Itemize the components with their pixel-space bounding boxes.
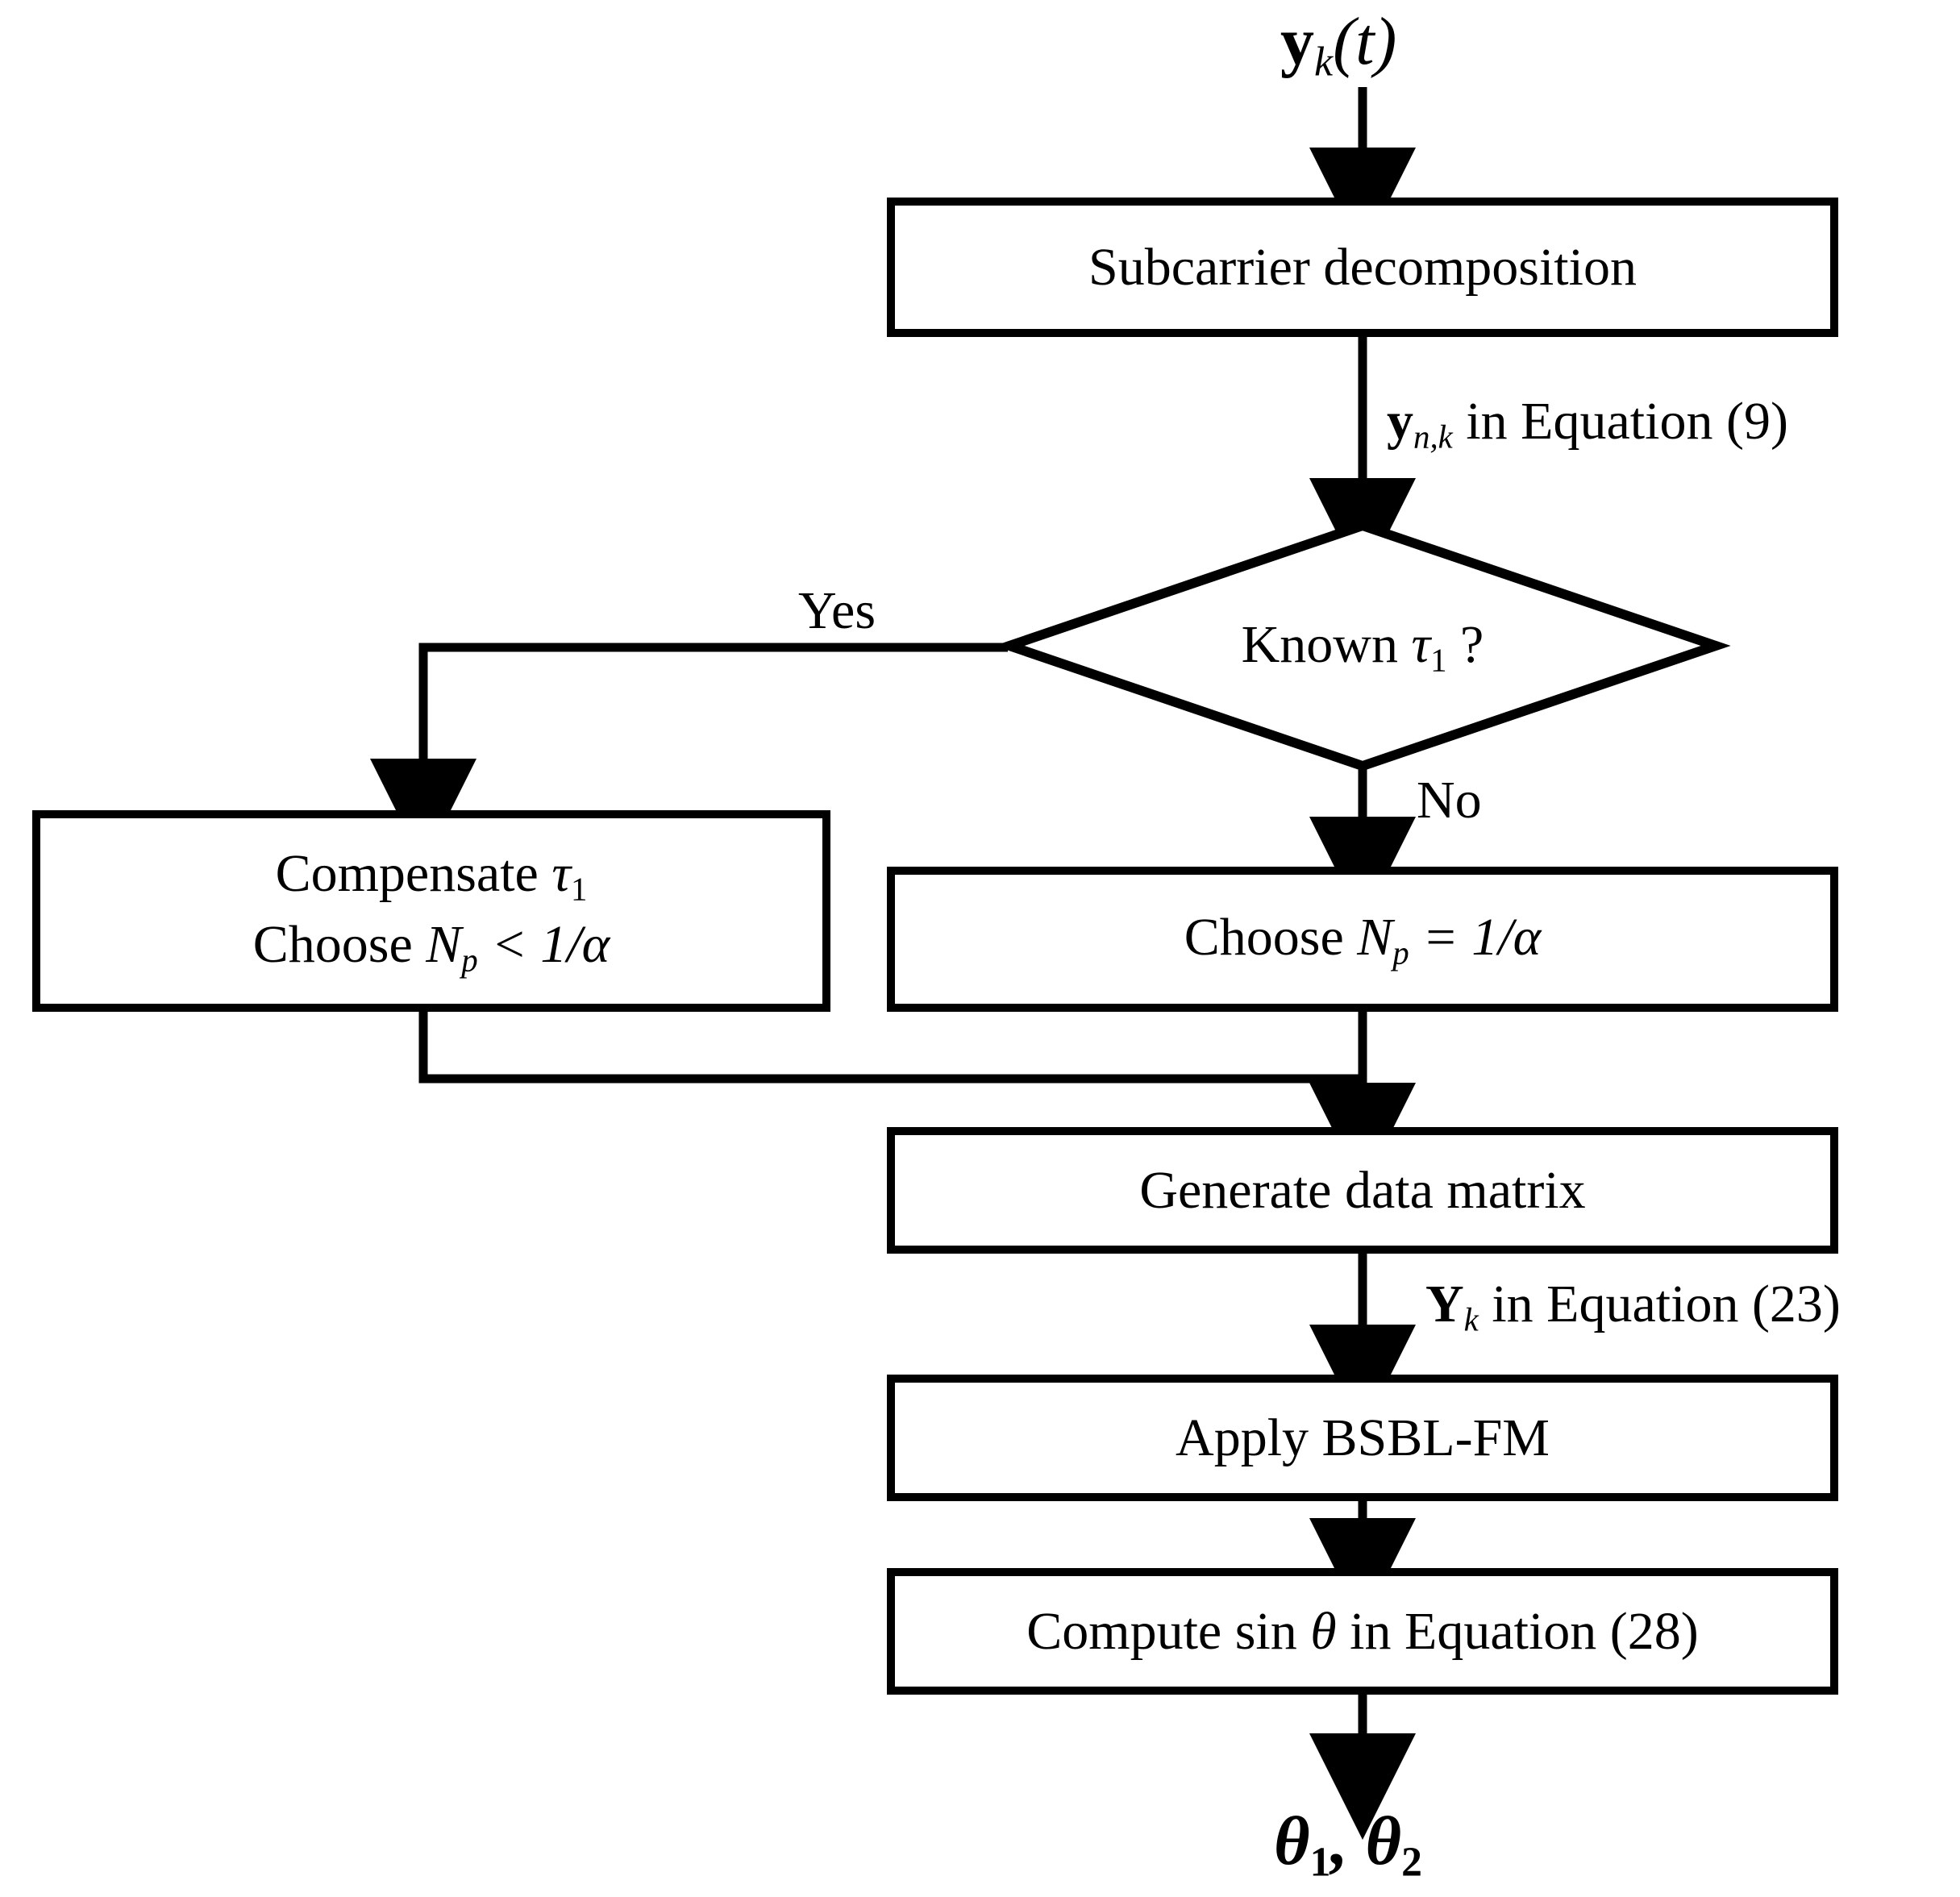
edge-label-equation-9-text: in Equation (9) xyxy=(1452,392,1788,451)
node-apply-bsbl-fm-label: Apply BSBL-FM xyxy=(1176,1408,1550,1467)
node-choose-np-suffix: = 1/α xyxy=(1409,907,1542,967)
node-known-tau-symbol: τ xyxy=(1411,615,1431,674)
node-known-tau-prefix: Known xyxy=(1241,615,1412,674)
edge-label-no: No xyxy=(1417,774,1482,827)
edge-label-yes-text: Yes xyxy=(798,581,876,640)
node-compute-sin-theta-label: Compute sin θ in Equation (28) xyxy=(1026,1600,1699,1663)
edge-label-equation-9-vector: y xyxy=(1387,392,1413,451)
node-compensate-line1-subscript: 1 xyxy=(570,871,588,908)
node-known-tau-suffix: ? xyxy=(1446,615,1484,674)
node-choose-np-subscript: p xyxy=(1392,934,1409,971)
input-signal-label: yk(t) xyxy=(1280,8,1396,84)
node-compensate-line1-prefix: Compensate xyxy=(275,844,552,904)
output-theta-separator: , xyxy=(1330,1802,1348,1879)
node-subcarrier-decomposition-label: Subcarrier decomposition xyxy=(1088,237,1637,297)
node-choose-np[interactable]: Choose Np = 1/α xyxy=(887,867,1838,1012)
node-compensate-tau-label: Compensate τ1 Choose Np < 1/α xyxy=(253,840,610,982)
node-compute-sin-theta-suffix: in Equation (28) xyxy=(1336,1601,1699,1661)
edge-label-equation-23: Yk in Equation (23) xyxy=(1425,1278,1841,1337)
edge-label-equation-9: yn,k in Equation (9) xyxy=(1387,395,1788,454)
node-subcarrier-decomposition[interactable]: Subcarrier decomposition xyxy=(887,198,1838,337)
node-known-tau-subscript: 1 xyxy=(1430,642,1447,679)
node-compensate-line2-suffix: < 1/α xyxy=(477,915,610,974)
node-known-tau-label: Known τ1 ? xyxy=(1009,614,1716,679)
output-theta-1: θ xyxy=(1274,1802,1310,1879)
input-signal-vector: y xyxy=(1280,4,1314,79)
node-compute-sin-theta-prefix: Compute sin xyxy=(1026,1601,1311,1661)
output-theta-2: θ xyxy=(1365,1802,1402,1879)
node-choose-np-label: Choose Np = 1/α xyxy=(1184,906,1542,973)
node-apply-bsbl-fm[interactable]: Apply BSBL-FM xyxy=(887,1375,1838,1501)
node-choose-np-prefix: Choose xyxy=(1184,907,1358,967)
edge-label-yes: Yes xyxy=(798,584,876,638)
node-compensate-line2: Choose Np < 1/α xyxy=(252,915,610,978)
input-signal-subscript: k xyxy=(1314,39,1334,85)
node-compensate-tau[interactable]: Compensate τ1 Choose Np < 1/α xyxy=(32,810,830,1012)
output-theta-label: θ1, θ2 xyxy=(1274,1806,1422,1883)
edge-label-equation-9-subscript: n,k xyxy=(1413,418,1453,456)
node-compute-sin-theta-symbol: θ xyxy=(1310,1601,1337,1661)
edge-label-equation-23-text: in Equation (23) xyxy=(1478,1275,1841,1333)
node-compensate-line2-subscript: p xyxy=(461,942,478,979)
edge-label-no-text: No xyxy=(1417,771,1482,830)
edge-label-equation-23-vector: Y xyxy=(1425,1275,1464,1333)
node-compensate-line2-symbol: N xyxy=(426,915,462,974)
edge-compensate-to-merge xyxy=(418,1012,1363,1084)
node-compensate-line1: Compensate τ1 xyxy=(275,844,588,907)
output-theta-2-subscript: 2 xyxy=(1401,1839,1422,1886)
input-signal-argument: (t) xyxy=(1333,4,1397,79)
node-choose-np-symbol: N xyxy=(1357,907,1393,967)
edge-yes-branch xyxy=(370,643,1008,865)
node-compute-sin-theta[interactable]: Compute sin θ in Equation (28) xyxy=(887,1568,1838,1695)
node-compensate-line2-prefix: Choose xyxy=(252,915,427,974)
node-compensate-line1-symbol: τ xyxy=(551,844,571,904)
node-generate-data-matrix-label: Generate data matrix xyxy=(1139,1160,1586,1220)
output-theta-1-subscript: 1 xyxy=(1309,1839,1331,1886)
edge-label-equation-23-subscript: k xyxy=(1463,1301,1479,1338)
node-generate-data-matrix[interactable]: Generate data matrix xyxy=(887,1127,1838,1254)
